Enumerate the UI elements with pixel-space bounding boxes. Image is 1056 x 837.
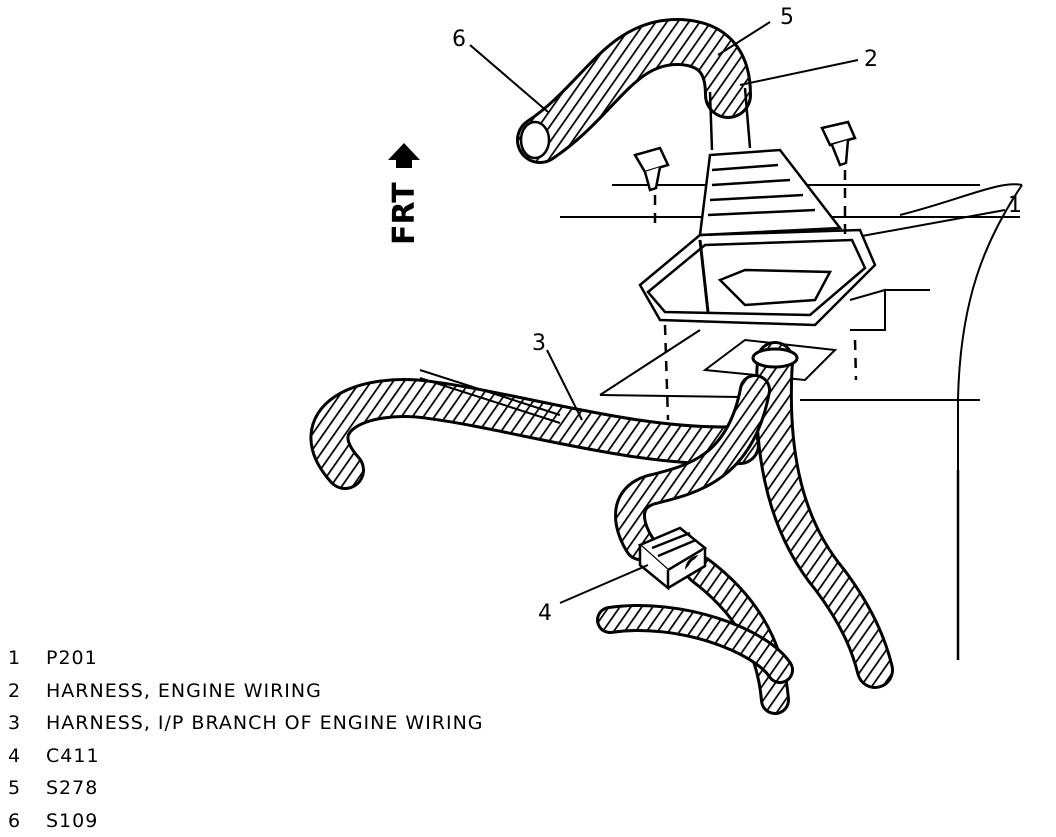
frt-label: FRT (387, 182, 422, 245)
legend-text: HARNESS, ENGINE WIRING (46, 680, 322, 702)
callout-3: 3 (532, 331, 546, 356)
legend-number: 1 (8, 642, 46, 675)
legend-number: 2 (8, 675, 46, 708)
callout-4: 4 (538, 601, 552, 626)
callout-5: 5 (780, 5, 794, 30)
callout-2: 2 (864, 47, 878, 72)
grommet-p201 (640, 150, 875, 325)
callout-6: 6 (452, 27, 466, 52)
legend-text: P201 (46, 647, 98, 669)
legend-text: HARNESS, I/P BRANCH OF ENGINE WIRING (46, 712, 484, 734)
arrow-up-icon (388, 143, 420, 168)
lower-harness (753, 349, 875, 670)
legend-number: 3 (8, 707, 46, 740)
ip-branch-harness (329, 370, 740, 470)
legend-text: C411 (46, 745, 100, 767)
legend-number: 4 (8, 740, 46, 773)
engine-wiring-harness (521, 42, 750, 158)
front-direction-indicator: FRT (387, 143, 422, 245)
legend-number: 5 (8, 772, 46, 805)
legend-text: S278 (46, 777, 98, 799)
legend-number: 6 (8, 805, 46, 837)
legend-text: S109 (46, 810, 98, 832)
callout-1: 1 (1008, 193, 1022, 218)
